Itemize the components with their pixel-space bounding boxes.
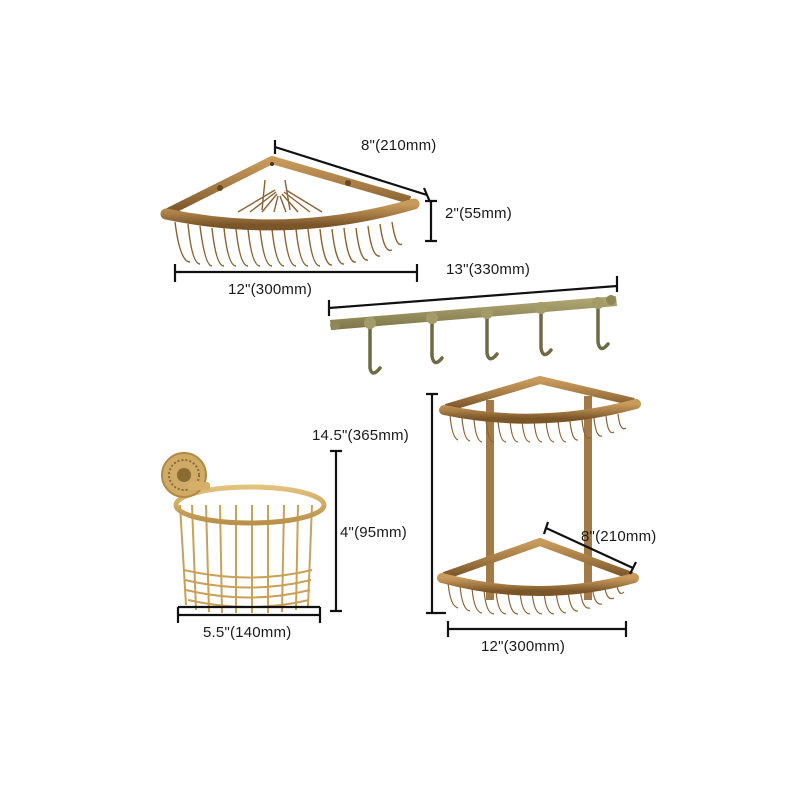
dimension-lines: [173, 140, 637, 637]
double-basket-width-label: 12"(300mm): [481, 638, 566, 655]
top-basket-depth-label: 8"(210mm): [361, 137, 437, 154]
top-basket-width-label: 12"(300mm): [228, 281, 313, 298]
double-basket-height-label: 14.5"(365mm): [312, 427, 409, 444]
top-basket-height-label: 2"(55mm): [445, 205, 512, 222]
hook-rail-length-label: 13"(330mm): [446, 261, 531, 278]
corner-basket-double: [437, 376, 641, 615]
double-basket-depth-label: 8"(210mm): [581, 528, 657, 545]
corner-basket-single: [160, 156, 420, 267]
toilet-paper-basket: [161, 452, 327, 614]
tp-basket-width-label: 5.5"(140mm): [203, 624, 292, 641]
robe-hook-rail: [330, 295, 617, 375]
tp-basket-height-label: 4"(95mm): [340, 524, 407, 541]
